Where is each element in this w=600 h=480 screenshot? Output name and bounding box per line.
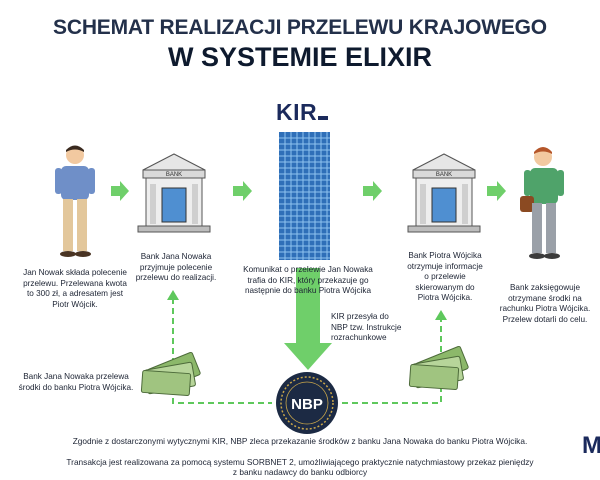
kir-tower [279,132,330,260]
arrow-bank-to-kir [233,181,252,201]
step-kir-text: Komunikat o przelewie Jan Nowaka trafia … [243,265,373,295]
money-stack-right [408,345,469,391]
person-jan-nowak-figure [55,145,95,257]
bank-jana-sign: BANK [166,172,182,178]
bank-piotra-sign: BANK [436,172,452,178]
footer-line-1: Zgodnie z dostarczonymi wytycznymi KIR, … [72,436,528,446]
diagram-subtitle: W SYSTEMIE ELIXIR [167,42,433,72]
step-kir-nbp-text: KIR przesyła do NBP tzw. Instrukcje rozr… [331,312,402,342]
brand-logo: M [582,432,600,459]
bank-jana-building [137,153,211,233]
kir-logo-bar [318,116,328,120]
arrow-person-to-bank [111,181,129,201]
money-stack-left [140,351,201,397]
arrow-kir-to-nbp [284,268,332,370]
step-bank-jana-text: Bank Jana Nowaka przyjmuje polecenie prz… [135,252,217,282]
footer-line-2: Transakcja jest realizowana za pomocą sy… [66,457,534,467]
bank-piotra-building [407,153,481,233]
dashed-path-left [172,298,272,404]
nbp-coin [276,372,338,434]
arrow-kir-to-bank [363,181,382,201]
dashed-arrowhead-left-bank [167,290,179,300]
footer-line-3: z banku nadawcy do banku odbiorcy [232,467,368,477]
nbp-label: NBP [291,396,323,413]
step-transfer-text: Bank Jana Nowaka przelewa środki do bank… [18,372,134,392]
step-jan-nowak-text: Jan Nowak składa polecenie przelewu. Prz… [23,268,127,309]
step-bank-piotra-text: Bank Piotra Wójcika otrzymuje informacje… [407,251,483,302]
kir-logo: KIR [276,99,318,125]
diagram-title: SCHEMAT REALIZACJI PRZELEWU KRAJOWEGO [53,16,547,39]
person-piotr-wojcik-figure [520,147,564,259]
arrow-bank-to-person [487,181,506,201]
step-piotr-text: Bank zaksięgowuje otrzymane środki na ra… [499,283,591,324]
dashed-path-right [342,318,442,404]
dashed-arrowhead-right [435,310,447,320]
